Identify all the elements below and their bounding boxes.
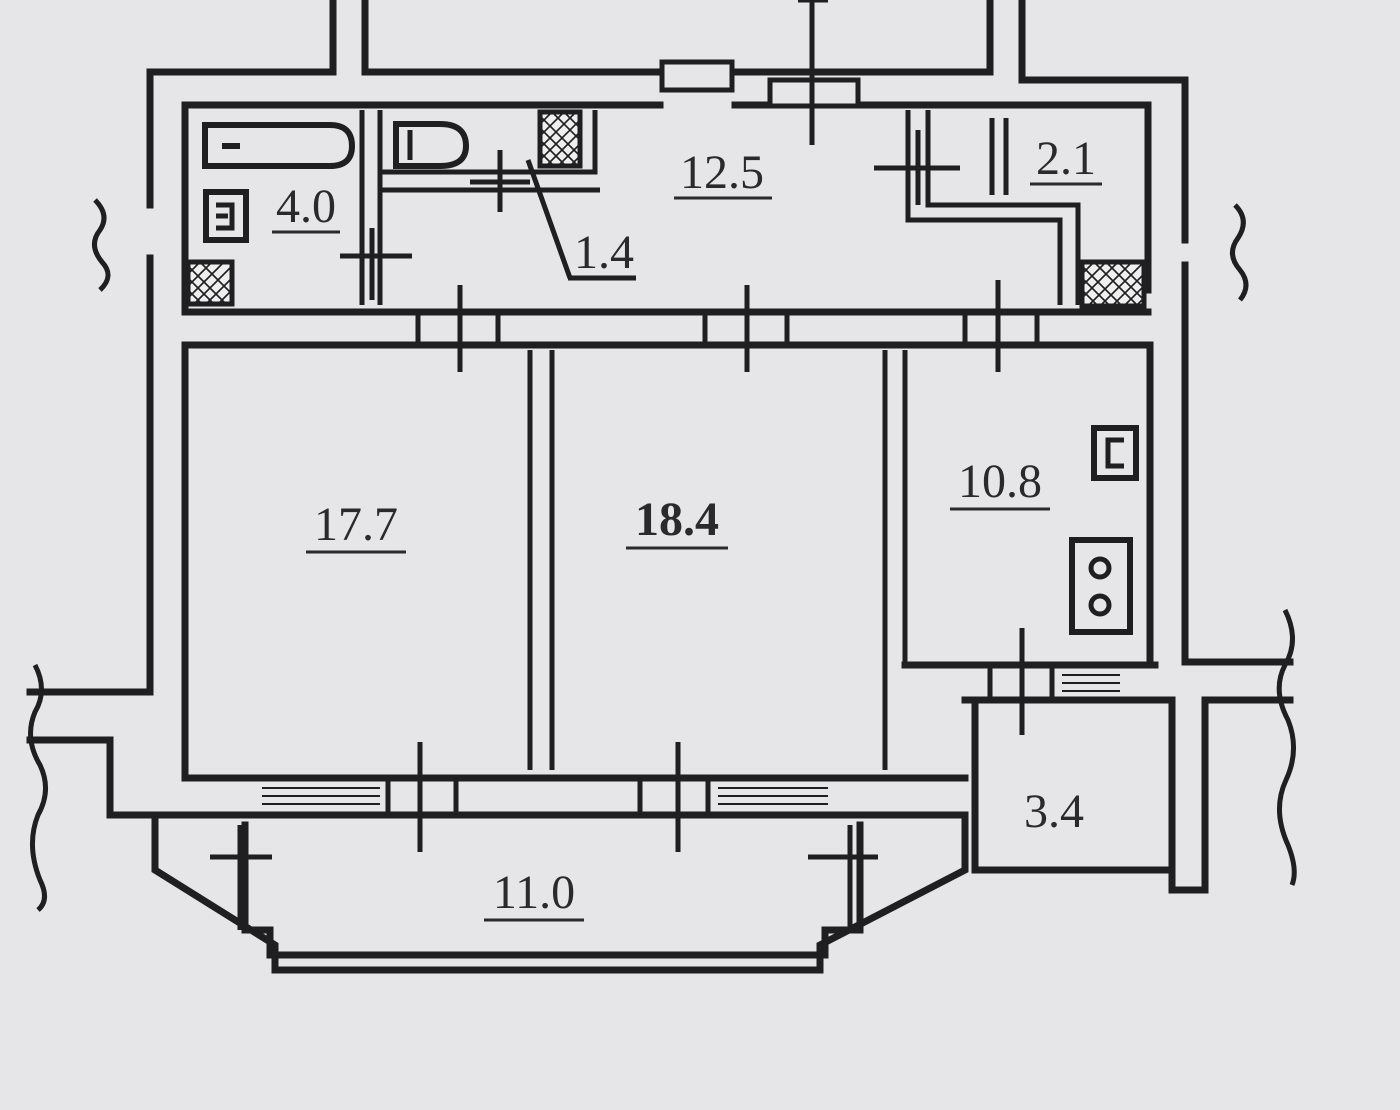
window-kitchen (1062, 674, 1120, 692)
sink-icon (1091, 425, 1139, 481)
door-bathroom (340, 228, 412, 300)
window-top (659, 59, 735, 93)
bathtub-icon (202, 122, 356, 169)
outer-walls (26, 0, 1294, 974)
closet-area-label: 2.1 (1036, 132, 1096, 185)
wall-break-marks (28, 198, 1297, 912)
window-bedroom (262, 787, 380, 805)
door-balcony-living (637, 742, 711, 852)
door-top-entry (798, 0, 828, 145)
toilet-icon (393, 121, 470, 169)
door-kitchen-loggia (987, 628, 1055, 735)
large-loggia-area-label: 11.0 (493, 866, 575, 919)
vent-shafts (185, 109, 1147, 309)
bathroom-area-label: 4.0 (276, 180, 336, 233)
toilet-area-label: 1.4 (574, 226, 634, 279)
kitchen-area-label: 10.8 (958, 455, 1042, 508)
vent-shaft-toilet (537, 109, 583, 169)
door-closet (874, 130, 960, 205)
door-bedroom (415, 285, 501, 372)
doors (210, 0, 1055, 930)
bedroom-area-label: 17.7 (314, 498, 398, 551)
door-loggia-right (808, 825, 878, 930)
door-toilet (470, 150, 636, 281)
door-balcony-bedroom (385, 742, 459, 852)
living-area-label: 18.4 (635, 493, 719, 546)
door-kitchen (962, 280, 1040, 372)
washbasin-icon (203, 189, 249, 243)
stove-icon (1069, 537, 1133, 635)
partitions (181, 110, 1152, 770)
hall-area-label: 12.5 (680, 146, 764, 199)
door-loggia-left (210, 825, 272, 930)
small-loggia-area-label: 3.4 (1024, 785, 1084, 838)
vent-shaft-bathroom (185, 259, 235, 307)
door-living (702, 285, 790, 372)
area-labels: 4.0 1.4 12.5 2.1 17.7 18.4 10.8 3.4 11.0 (272, 132, 1102, 922)
vent-shaft-closet (1079, 259, 1147, 309)
window-living (718, 787, 828, 805)
fixtures (202, 121, 1139, 635)
